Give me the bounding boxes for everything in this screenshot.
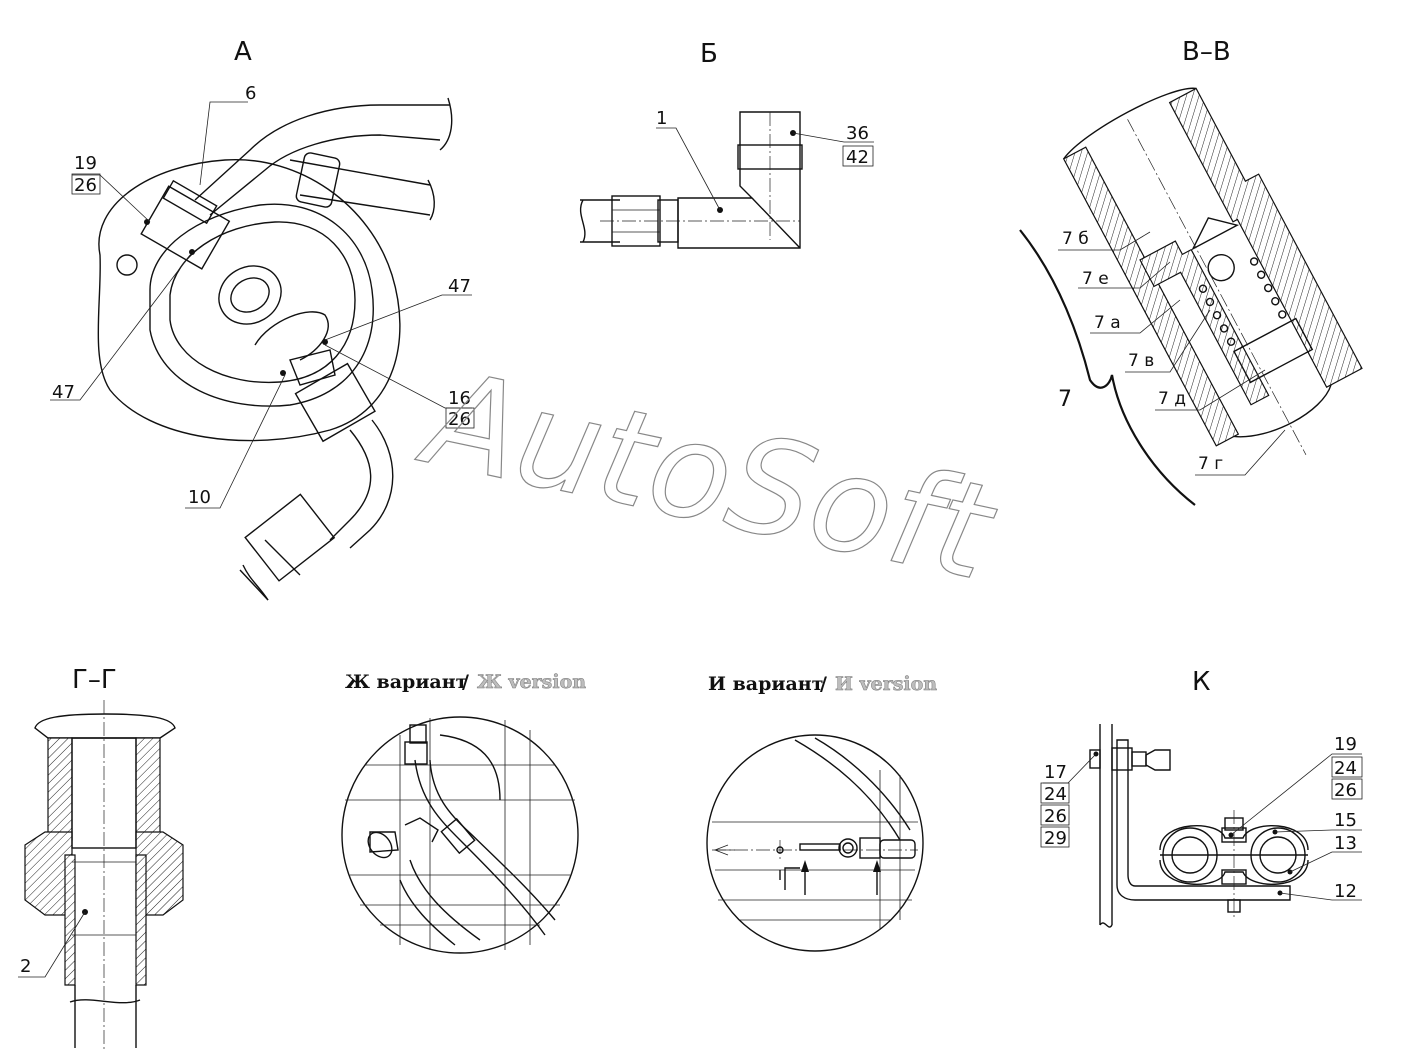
label-a-26: 26 — [74, 175, 97, 196]
view-a-title: А — [234, 37, 252, 67]
view-zh: Ж вариант / Ж version — [341, 671, 587, 954]
label-k-19: 19 — [1334, 734, 1357, 755]
label-a-47-right: 47 — [448, 276, 471, 297]
view-i: И вариант / И version — [706, 673, 938, 952]
label-k-17: 17 — [1044, 762, 1067, 783]
label-vv-7d: 7 д — [1158, 389, 1186, 409]
view-k-title: К — [1192, 667, 1210, 697]
view-vv-title: В–В — [1182, 37, 1231, 67]
view-b-title: Б — [700, 39, 718, 69]
label-vv-7g: 7 г — [1198, 454, 1223, 474]
label-vv-7v: 7 в — [1128, 351, 1154, 371]
view-vv: В–В 7 б 7 е 7 а 7 — [1019, 37, 1363, 506]
label-k-12: 12 — [1334, 881, 1357, 902]
label-a-10: 10 — [188, 487, 211, 508]
label-vv-7a: 7 а — [1094, 313, 1121, 333]
label-b-42: 42 — [846, 147, 869, 168]
label-b-1: 1 — [656, 108, 667, 129]
view-zh-title-ru: Ж вариант — [345, 671, 467, 693]
spring — [1198, 257, 1287, 346]
label-vv-7b: 7 б — [1062, 229, 1089, 249]
label-k-29: 29 — [1044, 828, 1067, 849]
label-k-24-left: 24 — [1044, 784, 1067, 805]
view-i-title-ru: И вариант — [708, 673, 823, 695]
label-k-13: 13 — [1334, 833, 1357, 854]
label-vv-7e: 7 е — [1082, 269, 1109, 289]
view-gg: Г–Г 2 — [18, 665, 184, 1050]
label-k-26-right: 26 — [1334, 780, 1357, 801]
label-k-15: 15 — [1334, 810, 1357, 831]
label-a-26-lower: 26 — [448, 409, 471, 430]
view-zh-title-en: Ж version — [477, 671, 586, 693]
label-a-19: 19 — [74, 153, 97, 174]
label-a-6: 6 — [245, 83, 256, 104]
label-vv-7: 7 — [1058, 387, 1072, 412]
view-i-separator: / — [820, 673, 827, 695]
label-k-26-left: 26 — [1044, 806, 1067, 827]
view-gg-title: Г–Г — [72, 665, 117, 695]
watermark: AutoSoft — [407, 340, 1008, 612]
label-a-16: 16 — [448, 388, 471, 409]
view-zh-separator: / — [462, 671, 469, 693]
label-a-47-left: 47 — [52, 382, 75, 403]
view-b: Б 1 36 42 — [579, 39, 874, 249]
label-b-36: 36 — [846, 123, 869, 144]
label-gg-2: 2 — [20, 956, 31, 977]
view-a: А 6 19 — [50, 37, 475, 601]
view-i-title-en: И version — [835, 673, 937, 695]
label-k-24-right: 24 — [1334, 758, 1357, 779]
view-k: К 17 24 26 29 1 — [1040, 667, 1363, 928]
